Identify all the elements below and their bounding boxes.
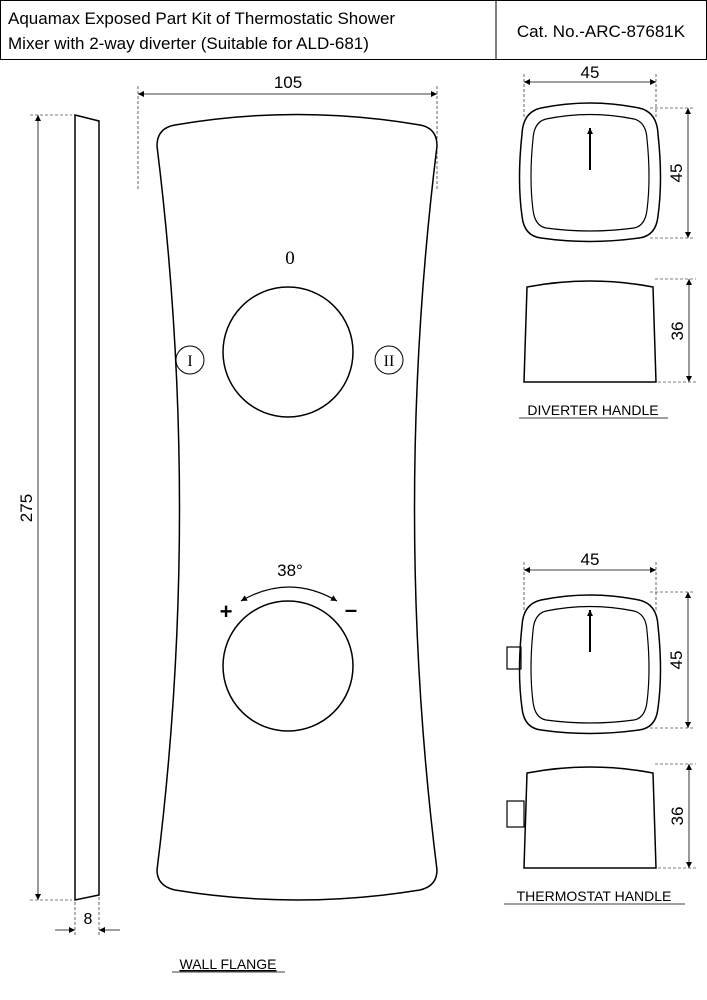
diverter-handle-side <box>523 280 657 383</box>
diverter-handle-inner <box>530 113 650 232</box>
thermostat-depth-label: 36 <box>668 807 687 826</box>
thermostat-width-label: 45 <box>581 550 600 569</box>
rotation-angle-label: 38° <box>277 561 303 580</box>
diverter-height-dimension: 45 <box>650 107 694 239</box>
wall-flange-label: WALL FLANGE <box>180 956 277 972</box>
thermostat-side-button <box>506 800 525 828</box>
diverter-handle-top-view <box>518 102 662 243</box>
flange-width-dimension: 105 <box>137 73 438 190</box>
thermostat-depth-dimension: 36 <box>655 763 696 869</box>
thermostat-opening <box>222 600 354 732</box>
diverter-depth-dimension: 36 <box>655 278 696 383</box>
title-block: Aquamax Exposed Part Kit of Thermostatic… <box>0 0 707 60</box>
flange-front-view: 0 I II 38° + – <box>156 113 438 901</box>
thermostat-handle-top-view <box>506 594 662 735</box>
thermostat-height-dimension: 45 <box>650 591 694 729</box>
catalog-number: Cat. No.-ARC-87681K <box>517 22 686 41</box>
diverter-depth-label: 36 <box>668 322 687 341</box>
flange-thickness-dimension: 8 <box>55 897 120 935</box>
thermostat-width-dimension: 45 <box>523 550 657 610</box>
thermostat-handle-label: THERMOSTAT HANDLE <box>517 888 672 904</box>
diverter-height-label: 45 <box>667 164 686 183</box>
diverter-handle-label: DIVERTER HANDLE <box>527 402 658 418</box>
position-1-marker <box>175 345 205 375</box>
increase-symbol: + <box>220 599 233 624</box>
diverter-width-label: 45 <box>581 63 600 82</box>
thermostat-handle-inner <box>530 605 650 724</box>
flange-side-view <box>74 114 100 901</box>
position-2-marker <box>374 345 404 375</box>
thermostat-height-label: 45 <box>667 651 686 670</box>
diverter-opening <box>222 286 354 418</box>
position-1-label: I <box>187 353 192 370</box>
position-2-label: II <box>384 353 395 370</box>
decrease-symbol: – <box>345 597 357 622</box>
flange-height-dimension: 275 <box>17 114 72 901</box>
thermostat-handle-side-view <box>506 766 657 869</box>
flange-outline <box>156 113 438 901</box>
thermostat-handle-outer <box>518 594 662 735</box>
title-line-1: Aquamax Exposed Part Kit of Thermostatic… <box>8 9 395 28</box>
height-dimension-label: 275 <box>17 494 36 522</box>
rotation-arc <box>240 586 338 602</box>
thermostat-handle-side <box>523 766 657 869</box>
thermostat-safety-button <box>506 646 522 670</box>
title-line-2: Mixer with 2-way diverter (Suitable for … <box>8 34 369 53</box>
flange-side-profile <box>74 114 100 901</box>
width-dimension-label: 105 <box>274 73 302 92</box>
thickness-dimension-label: 8 <box>84 911 93 928</box>
position-off-label: 0 <box>285 248 295 269</box>
diverter-handle-side-view <box>523 280 657 383</box>
diverter-width-dimension: 45 <box>523 63 657 118</box>
diverter-handle-outer <box>518 102 662 243</box>
